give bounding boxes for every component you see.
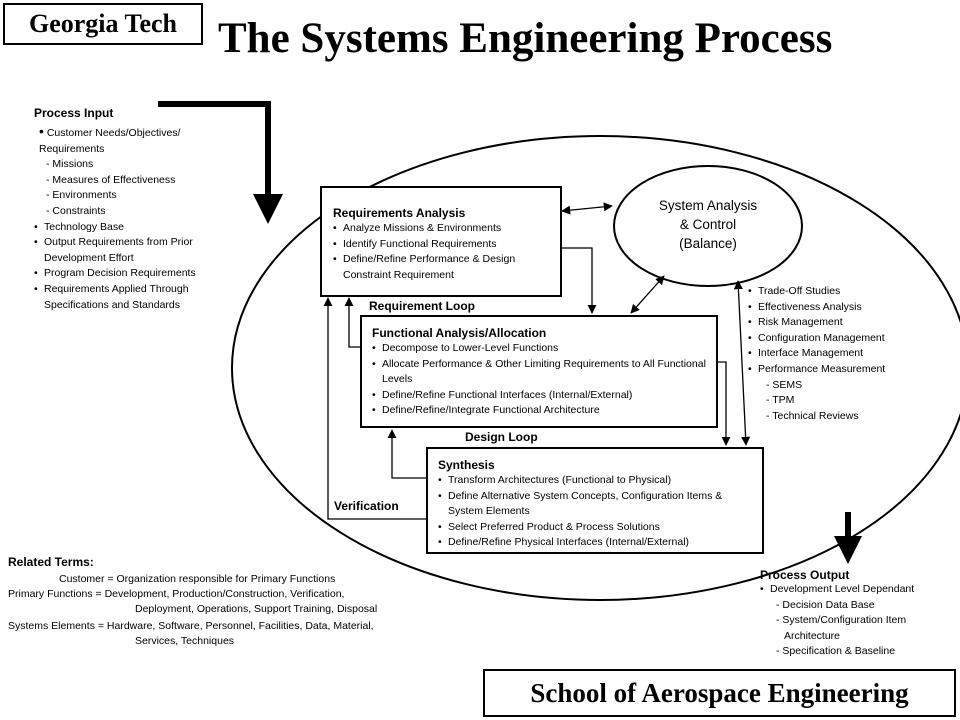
func-to-synth-arrow bbox=[718, 361, 731, 446]
list-item: Decompose to Lower-Level Functions bbox=[372, 341, 712, 357]
list-item: Performance Measurement bbox=[748, 362, 948, 378]
functional-analysis-list: Decompose to Lower-Level Functions Alloc… bbox=[372, 341, 712, 419]
process-output-section: Process Output Development Level Dependa… bbox=[760, 568, 958, 660]
process-output-list: Development Level Dependant bbox=[760, 582, 958, 598]
list-item: Transform Architectures (Functional to P… bbox=[438, 473, 758, 489]
related-term-line: Primary Functions = Development, Product… bbox=[8, 588, 345, 600]
list-item: Requirements Applied Through Specificati… bbox=[34, 282, 234, 313]
functional-analysis-title: Functional Analysis/Allocation bbox=[372, 326, 547, 340]
func-sac-arrow bbox=[630, 275, 665, 314]
system-analysis-line: (Balance) bbox=[679, 236, 737, 251]
list-item: Trade-Off Studies bbox=[748, 284, 948, 300]
list-item: Program Decision Requirements bbox=[34, 266, 234, 282]
requirement-loop-label: Requirement Loop bbox=[369, 299, 476, 313]
list-item: Effectiveness Analysis bbox=[748, 300, 948, 316]
list-item: Define Alternative System Concepts, Conf… bbox=[438, 489, 758, 520]
system-analysis-ellipse bbox=[613, 165, 803, 287]
related-terms-heading: Related Terms: bbox=[8, 555, 94, 569]
process-input-main-item: • Customer Needs/Objectives/ Requirement… bbox=[39, 123, 181, 155]
related-term-line: Systems Elements = Hardware, Software, P… bbox=[8, 620, 374, 632]
list-item: Define/Refine Functional Interfaces (Int… bbox=[372, 388, 712, 404]
related-term-line: Customer = Organization responsible for … bbox=[59, 573, 336, 585]
system-analysis-line: & Control bbox=[679, 217, 737, 232]
process-output-heading: Process Output bbox=[760, 568, 850, 582]
list-item: Technical Reviews bbox=[760, 409, 948, 425]
functional-analysis-box: Functional Analysis/Allocation Decompose… bbox=[360, 315, 718, 428]
synthesis-box: Synthesis Transform Architectures (Funct… bbox=[426, 447, 764, 554]
list-item: Measures of Effectiveness bbox=[40, 173, 274, 189]
requirements-analysis-list: Analyze Missions & Environments Identify… bbox=[333, 221, 556, 283]
list-item: SEMS bbox=[760, 378, 948, 394]
synthesis-title: Synthesis bbox=[438, 458, 495, 472]
req-to-func-arrow bbox=[556, 247, 597, 314]
school-footer: School of Aerospace Engineering bbox=[483, 669, 956, 717]
list-item: Constraints bbox=[40, 204, 274, 220]
list-item: Missions bbox=[40, 157, 274, 173]
verification-label: Verification bbox=[334, 499, 399, 513]
page-title: The Systems Engineering Process bbox=[218, 15, 833, 62]
list-item: Define/Refine/Integrate Functional Archi… bbox=[372, 403, 712, 419]
list-item: Specification & Baseline bbox=[770, 644, 950, 660]
list-item: Define/Refine Physical Interfaces (Inter… bbox=[438, 535, 758, 551]
verification-arrow bbox=[323, 297, 426, 520]
list-item: Identify Functional Requirements bbox=[333, 237, 556, 253]
list-item: TPM bbox=[760, 393, 948, 409]
synth-sac-arrow bbox=[733, 280, 751, 446]
list-item: Output Requirements from Prior Developme… bbox=[34, 235, 234, 266]
process-input-heading: Process Input bbox=[34, 106, 114, 120]
list-item: Development Level Dependant bbox=[760, 582, 958, 598]
list-item: Environments bbox=[40, 188, 274, 204]
list-item: Analyze Missions & Environments bbox=[333, 221, 556, 237]
list-item: Technology Base bbox=[34, 220, 234, 236]
list-item: Select Preferred Product & Process Solut… bbox=[438, 520, 758, 536]
synthesis-list: Transform Architectures (Functional to P… bbox=[438, 473, 758, 551]
system-boundary-ellipse bbox=[231, 135, 960, 601]
system-analysis-label: System Analysis & Control (Balance) bbox=[618, 196, 798, 253]
requirements-analysis-box: Requirements Analysis Analyze Missions &… bbox=[320, 186, 562, 297]
related-term-line: Services, Techniques bbox=[135, 635, 235, 647]
list-item: Allocate Performance & Other Limiting Re… bbox=[372, 357, 712, 388]
requirements-analysis-title: Requirements Analysis bbox=[333, 206, 466, 220]
list-item: Interface Management bbox=[748, 346, 948, 362]
process-output-sub-list: Decision Data Base System/Configuration … bbox=[760, 598, 950, 660]
process-input-list: Technology Base Output Requirements from… bbox=[34, 220, 234, 314]
design-loop-arrow bbox=[387, 429, 426, 479]
list-item: Decision Data Base bbox=[770, 598, 950, 614]
system-analysis-list: Trade-Off Studies Effectiveness Analysis… bbox=[748, 284, 948, 378]
design-loop-label: Design Loop bbox=[465, 430, 538, 444]
list-item: Define/Refine Performance & Design Const… bbox=[333, 252, 556, 283]
process-input-sub-list: Missions Measures of Effectiveness Envir… bbox=[34, 157, 274, 219]
req-sac-arrow bbox=[561, 202, 613, 215]
related-term-line: Deployment, Operations, Support Training… bbox=[135, 603, 378, 615]
system-analysis-activities: Trade-Off Studies Effectiveness Analysis… bbox=[748, 284, 948, 424]
process-input-section: Process Input • Customer Needs/Objective… bbox=[34, 106, 274, 313]
system-analysis-sub-list: SEMS TPM Technical Reviews bbox=[748, 378, 948, 425]
requirement-loop-arrow bbox=[344, 297, 360, 348]
list-item: Risk Management bbox=[748, 315, 948, 331]
list-item: Configuration Management bbox=[748, 331, 948, 347]
georgia-tech-logo: Georgia Tech bbox=[3, 3, 203, 45]
system-analysis-line: System Analysis bbox=[658, 198, 758, 213]
list-item: System/Configuration Item Architecture bbox=[770, 613, 950, 644]
